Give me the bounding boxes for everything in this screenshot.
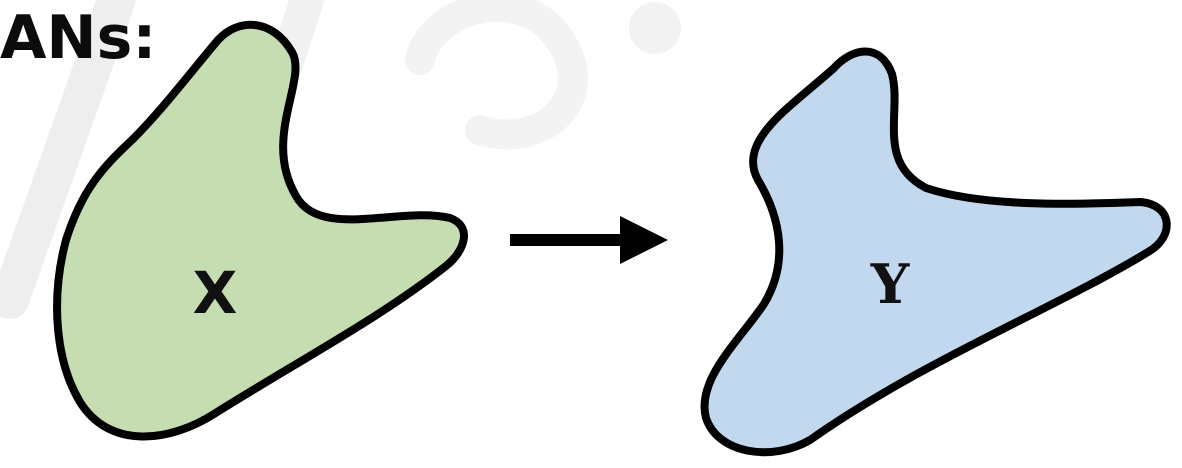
right-arrow-icon <box>510 216 668 264</box>
set-x-label: X <box>193 259 238 327</box>
set-y: Y <box>700 47 1171 457</box>
set-x: X <box>53 20 468 441</box>
set-y-label: Y <box>870 252 911 316</box>
set-x-shape <box>53 20 468 441</box>
set-y-shape <box>700 47 1171 457</box>
heading-text: ANs: <box>0 3 157 73</box>
